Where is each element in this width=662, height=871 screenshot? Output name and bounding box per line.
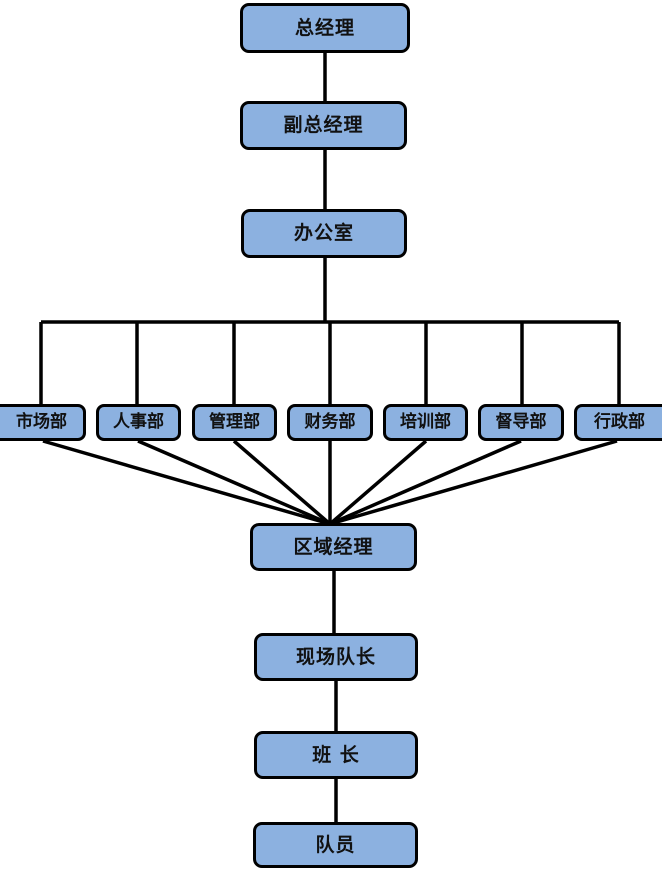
node-deputy-general-manager[interactable]: 副总经理 [240, 101, 407, 150]
node-label-team-member: 队员 [315, 833, 356, 856]
node-administration-department[interactable]: 行政部 [574, 404, 662, 441]
node-site-captain[interactable]: 现场队长 [254, 633, 418, 681]
node-team-member[interactable]: 队员 [253, 822, 418, 868]
node-label-finance-department: 财务部 [304, 412, 356, 432]
edge-hr-to-regional [137, 439, 331, 526]
node-market-department[interactable]: 市场部 [0, 404, 86, 441]
node-team-leader[interactable]: 班 长 [254, 731, 418, 779]
edge-management-to-regional [232, 439, 332, 526]
node-label-market-department: 市场部 [16, 412, 67, 432]
node-label-team-leader: 班 长 [312, 743, 360, 766]
node-office[interactable]: 办公室 [241, 209, 407, 258]
node-hr-department[interactable]: 人事部 [96, 404, 181, 441]
node-supervision-department[interactable]: 督导部 [478, 404, 564, 441]
node-label-general-manager: 总经理 [294, 16, 355, 39]
node-management-department[interactable]: 管理部 [192, 404, 277, 441]
node-label-regional-manager: 区域经理 [293, 535, 374, 558]
edge-market-to-regional [42, 439, 331, 526]
node-training-department[interactable]: 培训部 [383, 404, 468, 441]
node-label-management-department: 管理部 [209, 412, 260, 432]
node-finance-department[interactable]: 财务部 [287, 404, 373, 441]
node-label-office: 办公室 [293, 222, 354, 244]
edge-administration-to-regional [329, 439, 618, 526]
node-label-training-department: 培训部 [400, 412, 451, 432]
node-label-administration-department: 行政部 [594, 412, 645, 432]
node-regional-manager[interactable]: 区域经理 [250, 523, 417, 571]
node-general-manager[interactable]: 总经理 [240, 3, 410, 53]
edge-training-to-regional [328, 439, 428, 526]
node-label-site-captain: 现场队长 [295, 645, 376, 668]
node-label-supervision-department: 督导部 [495, 412, 547, 432]
node-label-deputy-general-manager: 副总经理 [283, 114, 364, 136]
edge-supervision-to-regional [329, 439, 522, 526]
node-label-hr-department: 人事部 [113, 412, 164, 432]
